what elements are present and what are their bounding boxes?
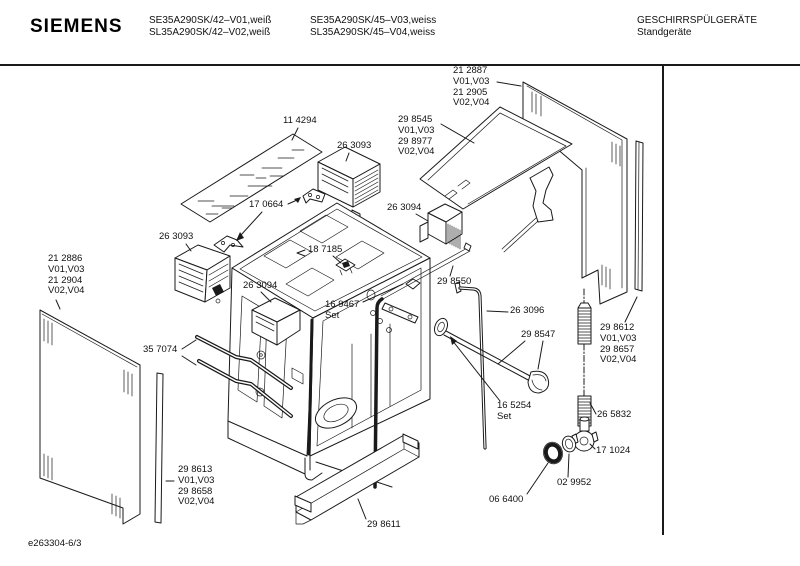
part-seal-ring [561, 435, 577, 478]
part-supply-hose [454, 281, 509, 450]
category-title: GESCHIRRSPÜLGERÄTE [637, 15, 758, 26]
part-label-26-3093-left: 26 3093 [159, 231, 194, 242]
part-washer [526, 441, 563, 495]
category-subtitle: Standgeräte [637, 26, 692, 38]
part-tub [227, 202, 431, 488]
part-label-29-8547: 29 8547 [521, 329, 556, 340]
part-label-26-5832: 26 5832 [597, 409, 632, 420]
part-label-02-9952: 02 9952 [557, 477, 592, 488]
part-label-26-3094-left: 26 3094 [243, 280, 278, 291]
header-rule [0, 64, 800, 66]
part-label-11-4294: 11 4294 [283, 115, 317, 126]
part-clip [296, 249, 356, 276]
model-list-left: SE35A290SK/42–V01,weiß SL35A290SK/42–V02… [149, 15, 271, 38]
right-margin-rule [662, 64, 664, 535]
part-elbow-seal [497, 340, 550, 394]
model-list-right: SE35A290SK/45–V03,weiss SL35A290SK/45–V0… [310, 15, 436, 38]
part-bracket-upper [287, 188, 326, 205]
part-elbow-fitting [571, 416, 599, 452]
part-side-panel-left [39, 299, 141, 525]
part-trim-strip-right [624, 140, 644, 323]
part-insulation-mat [180, 127, 323, 223]
model-line: SE35A290SK/45–V03,weiss [310, 15, 437, 26]
part-label-29-8611: 29 8611 [367, 519, 401, 530]
part-connector-module-top [317, 146, 381, 222]
document-number: e263304-6/3 [28, 538, 82, 549]
part-label-26-3096: 26 3096 [510, 305, 545, 316]
part-spray-pipe [433, 317, 533, 402]
part-module-left [174, 243, 231, 304]
part-label-17-0664: 17 0664 [249, 199, 284, 210]
part-rails [181, 335, 293, 418]
siemens-logo: SIEMENS [30, 16, 123, 37]
part-label-35-7074: 35 7074 [143, 344, 178, 355]
part-label-26-3094-right: 26 3094 [387, 202, 422, 213]
part-label-06-6400: 06 6400 [489, 494, 524, 505]
part-door-seal [373, 242, 472, 489]
model-line: SL35A290SK/45–V04,weiss [310, 26, 436, 38]
part-trim-strip-left [154, 372, 175, 524]
part-bracket-lower [213, 211, 263, 253]
part-hinge-set [362, 278, 421, 333]
part-valve-right [415, 203, 463, 250]
category-block: GESCHIRRSPÜLGERÄTE Standgeräte [637, 15, 757, 38]
part-label-26-3093-top: 26 3093 [337, 140, 372, 151]
model-line: SL35A290SK/42–V02,weiß [149, 26, 271, 38]
part-label-18-7185: 18 7185 [308, 244, 343, 255]
model-line: SE35A290SK/42–V01,weiß [149, 15, 272, 26]
part-label-29-8550: 29 8550 [437, 276, 472, 287]
part-base-channel [294, 433, 420, 525]
part-label-17-1024: 17 1024 [596, 445, 631, 456]
part-worktop [419, 106, 573, 253]
part-dispenser-left [251, 291, 301, 346]
